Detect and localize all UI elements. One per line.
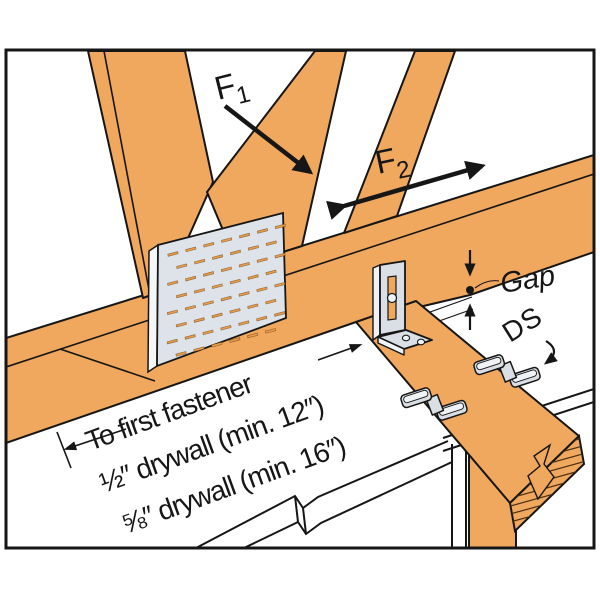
f2-force-arrow bbox=[326, 160, 486, 220]
f1-force-arrow bbox=[223, 104, 314, 175]
truss-bottom-chord bbox=[7, 154, 593, 444]
wall-top-edge-band bbox=[196, 440, 453, 547]
truss-clip-bracket bbox=[372, 260, 433, 356]
bracket-base-hole bbox=[416, 338, 426, 346]
bracket-slot-fastener bbox=[386, 292, 398, 304]
gap-point bbox=[466, 286, 474, 294]
web-left bbox=[87, 51, 214, 299]
gap-leader-line bbox=[474, 280, 500, 289]
nail-plate-slots bbox=[166, 223, 286, 357]
dimension-arrow-right bbox=[317, 344, 363, 361]
gusset-plate-face bbox=[156, 211, 287, 368]
chord-arris-line bbox=[7, 173, 593, 368]
wall-top-plate bbox=[355, 300, 586, 534]
ds-leader-arrow bbox=[543, 340, 558, 365]
gusset-plate bbox=[147, 211, 287, 374]
bracket-base-hole bbox=[401, 334, 411, 342]
lumber-break-zigzag bbox=[527, 443, 555, 501]
chord-detail-line bbox=[59, 348, 156, 382]
ds-clip-left bbox=[400, 387, 468, 421]
ds-clip-right bbox=[473, 354, 541, 388]
diagram-frame bbox=[4, 48, 596, 550]
dimension-arrow-left bbox=[63, 428, 127, 451]
